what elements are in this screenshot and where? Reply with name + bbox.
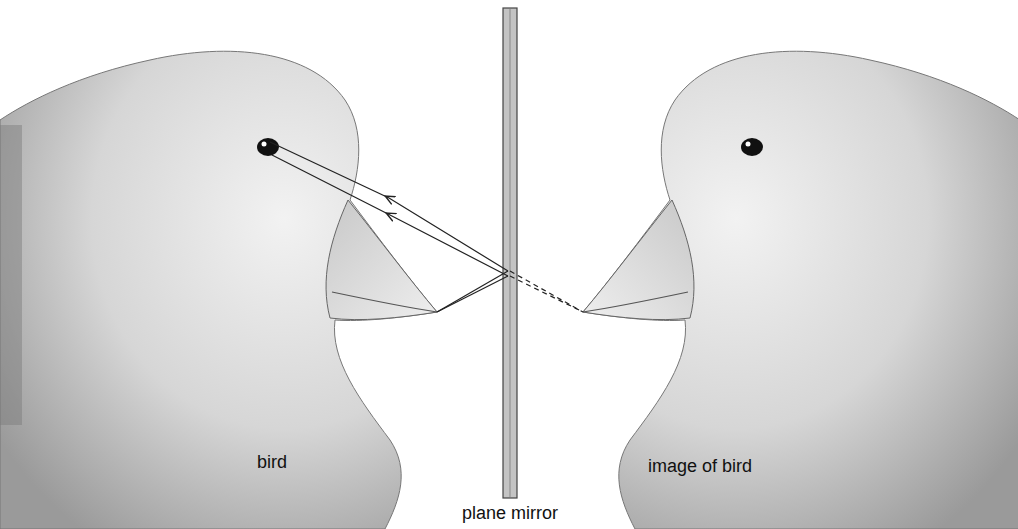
image-bird-figure [583, 51, 1018, 529]
light-rays [270, 142, 583, 312]
mirror-surface [510, 9, 511, 497]
plane-mirror [503, 8, 517, 498]
part-label: plane mirror [462, 503, 558, 524]
part-label: bird [257, 452, 287, 473]
part-label: image of bird [648, 456, 752, 477]
bird-figure [0, 51, 437, 529]
